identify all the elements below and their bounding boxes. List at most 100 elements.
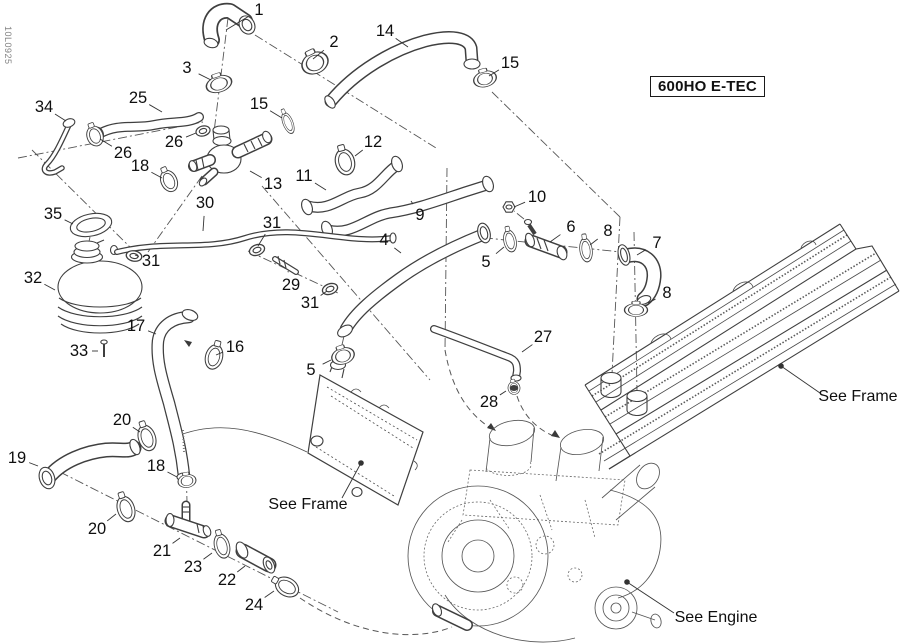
leader-line: [172, 537, 181, 544]
hose-25: [93, 117, 199, 140]
hose-elbow-1: [203, 11, 256, 49]
leader-line: [354, 149, 364, 157]
leader-line: [151, 171, 163, 179]
reservoir-screw: [100, 339, 108, 357]
leader-line: [236, 565, 246, 573]
clamp-16: [202, 338, 228, 372]
leader-line: [499, 390, 507, 396]
hose-elbow-7: [617, 244, 654, 306]
nut-10: [502, 201, 516, 213]
leader-line: [322, 359, 332, 365]
leader-line: [203, 552, 213, 560]
clamp-15-left: [277, 106, 298, 136]
leader-lines: [28, 16, 821, 614]
clamp-15-top: [470, 65, 499, 91]
clamp-12: [330, 142, 359, 178]
tee-fitting-21: [166, 505, 212, 537]
leader-line: [264, 590, 275, 598]
hose-30: [117, 232, 397, 252]
clamp-20-bottom: [111, 489, 139, 525]
leader-line: [99, 138, 113, 147]
leader-line: [647, 298, 656, 304]
leader-line: [312, 49, 325, 60]
arrow-to-engine-left: [487, 423, 496, 431]
leader-line: [257, 233, 266, 247]
hose-34: [44, 118, 76, 173]
ring-26: [194, 123, 212, 139]
clamp-3: [202, 68, 235, 97]
leader-line: [495, 246, 505, 255]
clamp-31-a: [247, 241, 267, 259]
note-anchor-dot: [778, 363, 784, 369]
frame-port-rear: [626, 389, 648, 417]
leader-line: [54, 113, 67, 122]
frame-heat-exchanger: [584, 223, 900, 470]
arrow-to-hose17: [184, 340, 192, 347]
leader-line: [106, 513, 117, 522]
leader-line: [28, 462, 39, 467]
hose-17: [158, 309, 199, 481]
clamp-31-b: [124, 248, 144, 264]
clamp-5-mid: [500, 224, 519, 254]
radiator-panel: [174, 359, 424, 506]
hose-11: [301, 155, 403, 216]
leader-line: [513, 201, 526, 208]
leader-line: [488, 69, 500, 77]
leader-line: [521, 344, 533, 353]
assembly-axis-lines: [17, 17, 638, 636]
leader-line: [394, 247, 402, 254]
leader-line: [395, 38, 409, 48]
temperature-sensor-fitting: [513, 210, 569, 261]
note-anchor-dot: [358, 460, 364, 466]
leader-line: [314, 182, 327, 191]
clamp-26: [82, 119, 107, 149]
thermostat-housing: [188, 125, 273, 187]
model-badge: 600HO E-TEC: [650, 76, 765, 97]
frame-port-front: [600, 371, 622, 399]
leader-line: [320, 290, 328, 296]
clamp-18-top: [155, 163, 182, 195]
coolant-reservoir: [57, 239, 143, 334]
document-code: 10L0925: [3, 26, 13, 65]
bleed-fitting-29: [275, 255, 296, 272]
leader-line: [589, 238, 599, 246]
clamp-31-c: [320, 280, 340, 298]
leader-line: [134, 254, 139, 257]
clamp-28-screw: [510, 385, 518, 391]
leader-line: [341, 462, 362, 499]
clamp-24: [267, 570, 303, 602]
leader-line: [149, 104, 163, 113]
leader-line: [636, 249, 647, 256]
hose-4: [337, 222, 491, 338]
leader-line: [132, 426, 141, 433]
leader-line: [780, 365, 821, 394]
hose-14: [324, 37, 481, 109]
coupler-hose-22: [234, 541, 277, 574]
leader-line: [167, 471, 178, 478]
leader-line: [44, 283, 56, 291]
arrow-to-engine-right: [551, 430, 560, 438]
hose-19: [38, 438, 142, 490]
leader-line: [64, 219, 74, 225]
clamp-2: [296, 43, 333, 79]
engine: [407, 419, 662, 643]
reservoir-cap: [69, 212, 113, 238]
leader-line: [225, 16, 249, 31]
leader-line: [215, 351, 224, 356]
clamp-23: [209, 527, 234, 561]
note-anchor-dot: [624, 579, 630, 585]
leader-line: [198, 73, 212, 81]
hose-27: [434, 329, 522, 382]
leader-line: [185, 132, 197, 138]
leader-line: [202, 215, 205, 232]
clamp-8-top: [577, 232, 595, 264]
leader-line: [147, 330, 157, 335]
clamps: [82, 43, 649, 602]
leader-line: [626, 581, 675, 614]
leader-line: [269, 110, 283, 119]
leader-line: [410, 200, 414, 205]
engine-inlet-stub: [431, 603, 467, 625]
hose-9: [321, 175, 494, 238]
